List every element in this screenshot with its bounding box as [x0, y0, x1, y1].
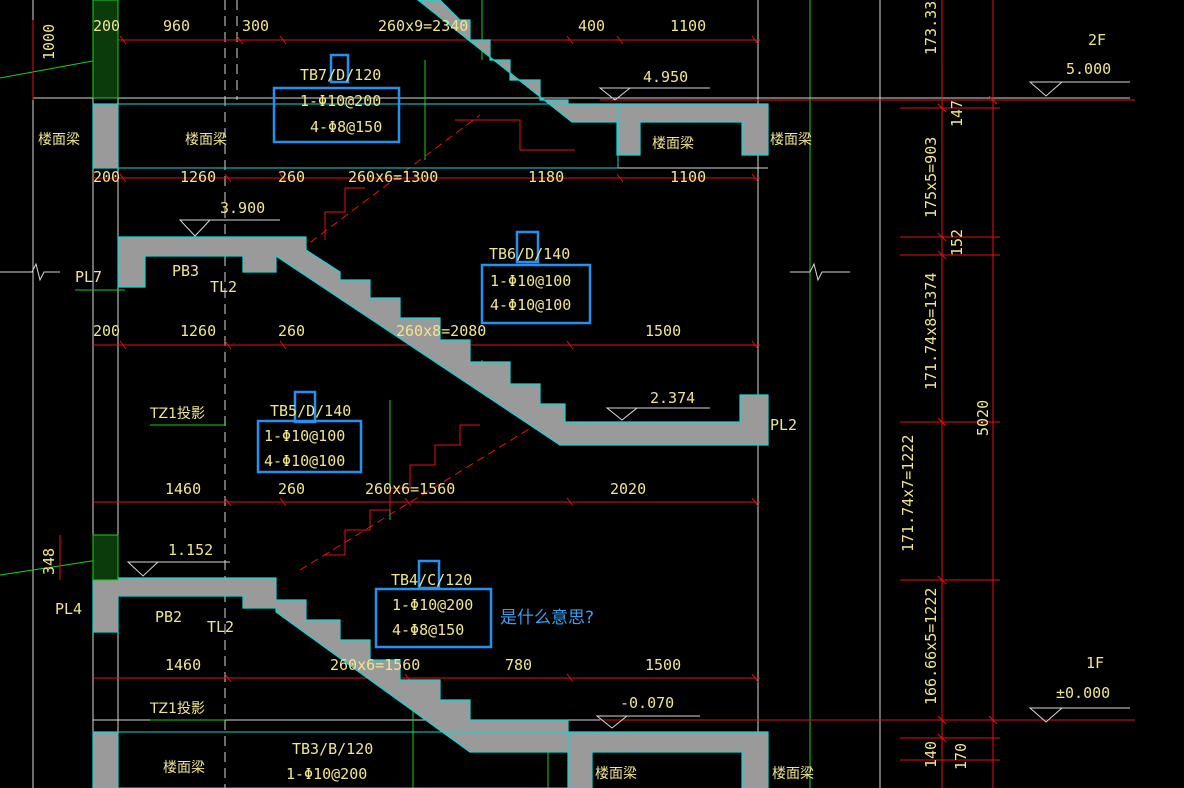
dim-r3-2080: 260x8=2080 — [396, 322, 486, 340]
dim-v-1222b: 166.66x5=1222 — [922, 588, 940, 705]
tl2-label-upper: TL2 — [210, 278, 237, 296]
horizontal-dimension-lines — [93, 35, 1135, 761]
highlight-tb4-box — [374, 587, 493, 649]
dim-r5-1460: 1460 — [165, 656, 201, 674]
dim-v-903: 175x5=903 — [922, 137, 940, 218]
floor-beam-left-bottom — [92, 731, 119, 788]
floor-beam-label-3: 楼面梁 — [652, 136, 694, 152]
floor-beam-label-4: 楼面梁 — [770, 132, 812, 148]
dim-r2-1180: 1180 — [528, 168, 564, 186]
annotation-boxes — [256, 53, 592, 649]
dim-left-1000: 1000 — [40, 24, 58, 60]
tb7-rebar-1: 1-Φ10@200 — [300, 92, 381, 110]
floor-beam-label-6: 楼面梁 — [595, 766, 637, 782]
dim-v-17333: 173.33x3 — [922, 0, 940, 55]
dim-r4-2020: 2020 — [610, 480, 646, 498]
highlight-tb7-box — [272, 86, 401, 144]
highlight-tb6-letter — [515, 230, 540, 264]
dim-r1-1100: 1100 — [670, 17, 706, 35]
pb2-label: PB2 — [155, 608, 182, 626]
tb5-label: TB5/D/140 — [270, 402, 351, 420]
floor-beam-label-7: 楼面梁 — [772, 766, 814, 782]
landing-3900 — [117, 236, 769, 446]
dim-r3-1260: 1260 — [180, 322, 216, 340]
tb7-label: TB7/D/120 — [300, 66, 381, 84]
highlight-tb6-box — [480, 263, 592, 325]
tb3-rebar-1: 1-Φ10@200 — [286, 765, 367, 783]
question-annotation: 是什么意思? — [500, 608, 594, 628]
dim-r1-960: 960 — [163, 17, 190, 35]
dim-r2-200: 200 — [93, 168, 120, 186]
dim-r4-260: 260 — [278, 480, 305, 498]
dim-v-152: 152 — [948, 229, 966, 256]
concrete-stair — [92, 0, 769, 788]
dim-r3-200: 200 — [93, 322, 120, 340]
dim-v-140: 140 — [922, 741, 940, 768]
elev-2374: 2.374 — [650, 389, 695, 407]
tb4-label: TB4/C/120 — [391, 571, 472, 589]
dim-v-147: 147 — [948, 100, 966, 127]
dim-r1-200: 200 — [93, 17, 120, 35]
pb3-label: PB3 — [172, 262, 199, 280]
tb4-rebar-1: 1-Φ10@200 — [392, 596, 473, 614]
tb6-rebar-2: 4-Φ10@100 — [490, 296, 571, 314]
dim-r1-300: 300 — [242, 17, 269, 35]
dim-r4-1460: 1460 — [165, 480, 201, 498]
floor-beam-label-1: 楼面梁 — [38, 132, 80, 148]
dim-v-1222a: 171.74x7=1222 — [899, 435, 917, 552]
tb5-rebar-1: 1-Φ10@100 — [264, 427, 345, 445]
pl4-label: PL4 — [55, 600, 82, 618]
beam-outlines — [117, 103, 619, 788]
dim-r4-1560: 260x6=1560 — [365, 480, 455, 498]
tb3-label: TB3/B/120 — [292, 740, 373, 758]
dim-r1-2340: 260x9=2340 — [378, 17, 468, 35]
level-text: 2F 5.000 1F ±0.000 4.950 3.900 2.374 1.1… — [168, 31, 1111, 712]
tb4-rebar-2: 4-Φ8@150 — [392, 621, 464, 639]
tl2-label-lower: TL2 — [207, 618, 234, 636]
pl2-label: PL2 — [770, 416, 797, 434]
elev-3900: 3.900 — [220, 199, 265, 217]
floor-2f-label: 2F — [1088, 31, 1106, 49]
tz1-projection-lower: TZ1投影 — [149, 701, 205, 717]
vertical-dimension-lines — [32, 0, 998, 788]
tz1-projection-upper: TZ1投影 — [149, 406, 205, 422]
floor-beam-label-2: 楼面梁 — [185, 132, 227, 148]
dim-r2-1300: 260x6=1300 — [348, 168, 438, 186]
pl7-label: PL7 — [75, 268, 102, 286]
floor-2f-elevation: 5.000 — [1066, 60, 1111, 78]
landing-1152 — [92, 577, 769, 788]
dim-r5-1560: 260x6=1560 — [330, 656, 420, 674]
highlight-tb7-letter — [329, 53, 350, 84]
tb5-rebar-2: 4-Φ10@100 — [264, 452, 345, 470]
dim-left-348: 348 — [40, 548, 58, 575]
dim-v-5020: 5020 — [974, 400, 992, 436]
component-labels: TB7/D/120 1-Φ10@200 4-Φ8@150 TB6/D/140 1… — [38, 66, 814, 783]
dim-r1-400: 400 — [578, 17, 605, 35]
dim-v-1374: 171.74x8=1374 — [922, 273, 940, 390]
elev-4950: 4.950 — [643, 68, 688, 86]
floor-beam-left-top — [92, 103, 119, 169]
dimension-text: 200 960 300 260x9=2340 400 1100 200 1260… — [40, 0, 992, 770]
dim-v-170: 170 — [952, 743, 970, 770]
elev-1152: 1.152 — [168, 541, 213, 559]
dimension-ticks — [119, 35, 759, 683]
tb7-rebar-2: 4-Φ8@150 — [310, 118, 382, 136]
flight-top — [417, 0, 769, 156]
dim-r2-1100: 1100 — [670, 168, 706, 186]
dim-r5-780: 780 — [505, 656, 532, 674]
floor-1f-label: 1F — [1086, 654, 1104, 672]
dim-r2-260: 260 — [278, 168, 305, 186]
floor-1f-elevation: ±0.000 — [1056, 684, 1110, 702]
highlight-tb5-box — [256, 419, 363, 474]
elev-minus-070: -0.070 — [620, 694, 674, 712]
dim-r5-1500: 1500 — [645, 656, 681, 674]
tb6-rebar-1: 1-Φ10@100 — [490, 272, 571, 290]
floor-beam-label-5: 楼面梁 — [163, 760, 205, 776]
elevation-markers — [126, 81, 1130, 729]
dim-r3-260: 260 — [278, 322, 305, 340]
tb6-label: TB6/D/140 — [489, 245, 570, 263]
dim-r3-1500: 1500 — [645, 322, 681, 340]
dim-r2-1260: 1260 — [180, 168, 216, 186]
